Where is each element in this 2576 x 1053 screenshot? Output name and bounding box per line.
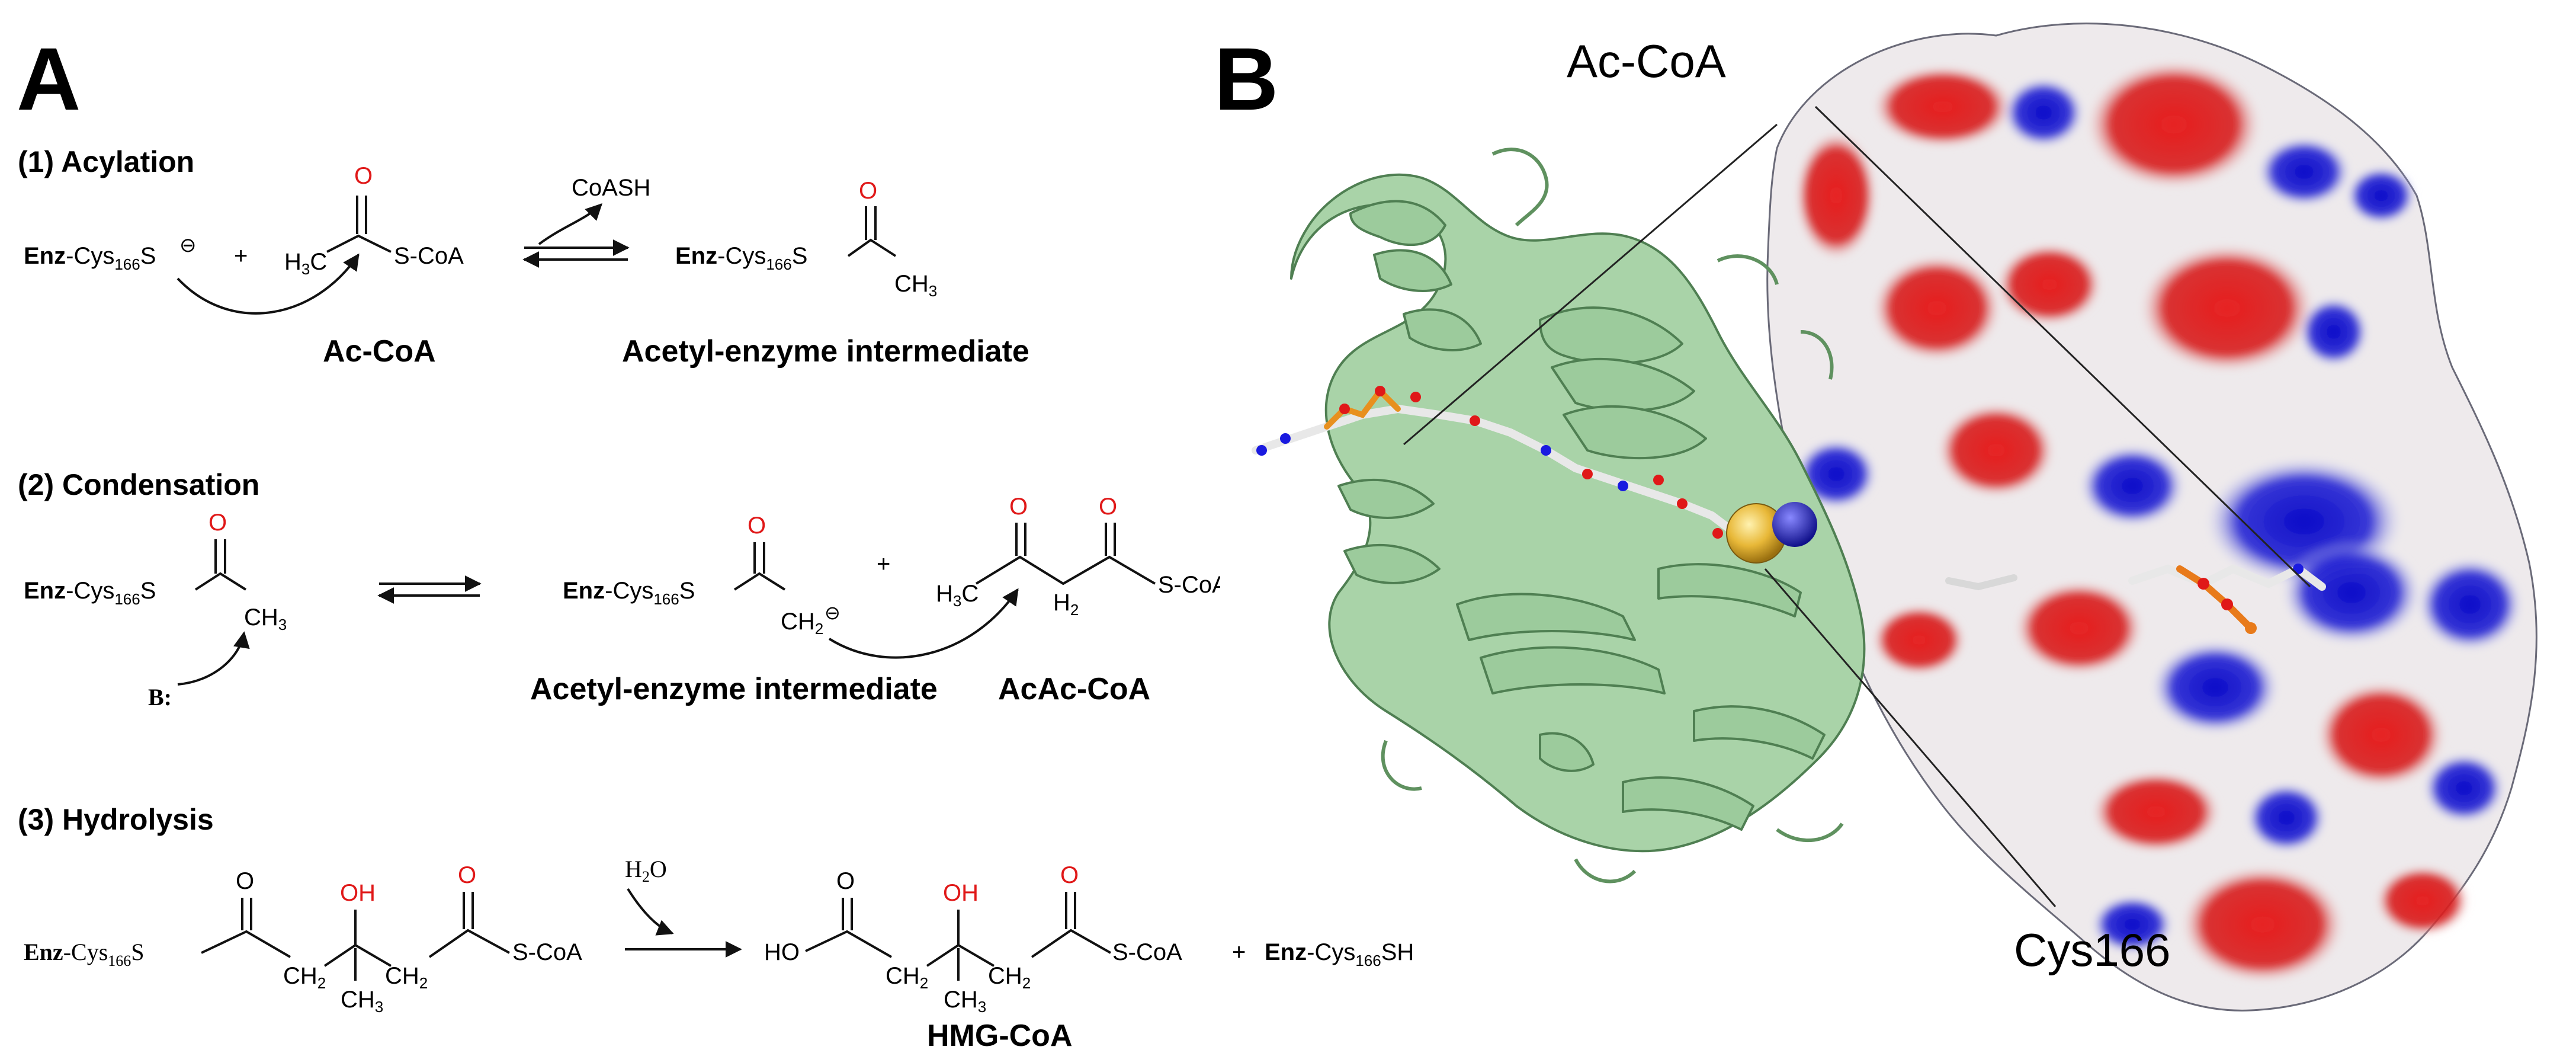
enolate-ch2: CH2 xyxy=(781,609,823,638)
enolate-charge-icon: ⊖ xyxy=(825,602,841,623)
acac-h2: H2 xyxy=(1053,590,1079,619)
product-ch2-1: CH2 xyxy=(886,963,928,992)
acac-oxygen-2: O xyxy=(1099,494,1117,520)
intermediate-oxygen: O xyxy=(859,178,877,204)
plus-sign-3: + xyxy=(1232,939,1246,965)
product-oxygen-1: O xyxy=(836,868,855,894)
enzyme-cys-s-3: Enz-Cys166S xyxy=(24,939,145,969)
hydrolysis-oh-1: OH xyxy=(340,880,376,906)
enzyme-cys-s-2: Enz-Cys166S xyxy=(24,578,156,608)
base-b: B: xyxy=(148,684,172,710)
negative-charge-icon: ⊖ xyxy=(179,234,197,257)
label-acetyl-enzyme-intermediate-1: Acetyl-enzyme intermediate xyxy=(622,334,1029,369)
thioester-scoa: S-CoA xyxy=(394,243,464,269)
plus-sign-2: + xyxy=(877,551,890,577)
condensation-oxygen-1: O xyxy=(208,510,227,536)
ac-coa-pointer-line-1 xyxy=(1403,123,1778,446)
label-ac-coa-structure: Ac-CoA xyxy=(1567,35,1726,87)
acac-scoa: S-CoA xyxy=(1158,572,1220,598)
hydrolysis-ch3-1: CH3 xyxy=(341,987,383,1016)
step-title-condensation: (2) Condensation xyxy=(18,468,259,501)
intermediate-ch3: CH3 xyxy=(894,271,937,300)
plus-sign: + xyxy=(234,243,248,269)
ac-coa-pointer-line-2 xyxy=(1814,105,2311,588)
methyl-h3c: H3C xyxy=(284,249,327,278)
hydrolysis-oxygen-1: O xyxy=(236,868,254,894)
label-hmg-coa: HMG-CoA xyxy=(927,1019,1073,1053)
step-title-hydrolysis: (3) Hydrolysis xyxy=(18,803,214,836)
panel-a-letter: A xyxy=(17,29,81,129)
condensation-ch3: CH3 xyxy=(244,604,287,633)
ribbon-loops xyxy=(1381,148,1844,884)
neighbour-atom-sphere xyxy=(1772,502,1817,547)
label-cys166: Cys166 xyxy=(2014,924,2170,976)
water-reagent: H2O xyxy=(625,856,667,885)
product-scoa: S-CoA xyxy=(1112,939,1182,965)
hydrolysis-ch2-2: CH2 xyxy=(385,963,428,992)
coash-leaving-group: CoASH xyxy=(572,175,650,201)
product-ho: HO xyxy=(764,939,800,965)
cys166-pointer-line xyxy=(1764,568,2057,907)
ribbon-cartoon xyxy=(1290,173,1866,853)
hydrolysis-release-products: + Enz-Cys166SH xyxy=(1232,939,1414,969)
condensation-oxygen-2: O xyxy=(748,513,766,539)
ac-coa-ligand-surface xyxy=(1945,564,2326,634)
step-hydrolysis: (3) Hydrolysis Enz-Cys166S O CH2 OH CH3 … xyxy=(18,803,1182,1053)
product-oh: OH xyxy=(943,880,979,906)
step-acylation: (1) Acylation Enz-Cys166S ⊖ + O H3C S-Co… xyxy=(18,145,1029,369)
product-ch2-2: CH2 xyxy=(988,963,1031,992)
enzyme-cys-s-enolate: Enz-Cys166S xyxy=(563,578,695,608)
enzyme-cys-s: Enz-Cys166S xyxy=(675,243,807,273)
panel-b-letter: B xyxy=(1214,29,1278,129)
carbonyl-oxygen: O xyxy=(354,163,373,189)
product-oxygen-2: O xyxy=(1060,862,1079,888)
hydrolysis-ch2-1: CH2 xyxy=(283,963,326,992)
label-acac-coa: AcAc-CoA xyxy=(998,672,1150,706)
acac-h3c: H3C xyxy=(936,581,979,610)
acac-oxygen-1: O xyxy=(1009,494,1028,520)
label-ac-coa: Ac-CoA xyxy=(323,334,436,369)
protein-structure-panel: B xyxy=(1214,23,2537,1012)
reaction-scheme-panel: A (1) Acylation Enz-Cys166S ⊖ + O H3C S-… xyxy=(17,29,1220,1053)
product-ch3: CH3 xyxy=(944,987,986,1016)
released-enzyme-cys-sh: Enz-Cys166SH xyxy=(1265,939,1414,969)
ac-coa-ligand-ribbon xyxy=(1252,386,1740,539)
step-title-acylation: (1) Acylation xyxy=(18,145,194,178)
hydrolysis-scoa-1: S-CoA xyxy=(512,939,582,965)
step-condensation: (2) Condensation Enz-Cys166S O CH3 B: En… xyxy=(18,468,1220,710)
label-acetyl-enzyme-intermediate-2: Acetyl-enzyme intermediate xyxy=(530,672,938,706)
hydrolysis-oxygen-2: O xyxy=(458,862,476,888)
enzyme-cys-thiolate: Enz-Cys166S xyxy=(24,243,156,273)
